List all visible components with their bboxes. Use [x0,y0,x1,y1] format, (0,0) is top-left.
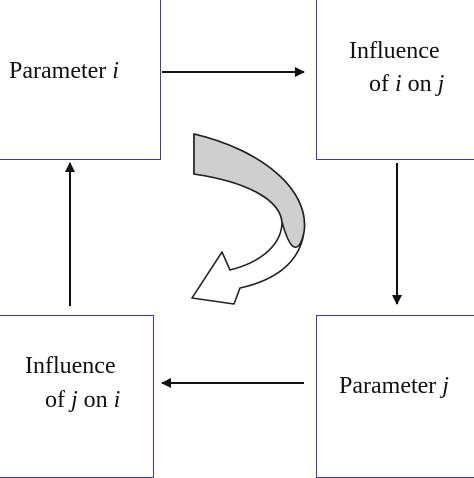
label-variable: j [442,373,449,399]
label-text: on [77,387,114,413]
node-label-line-1: Influence [349,38,440,64]
node-label: Parameter i [9,55,119,88]
node-label-line-2: of j on i [45,384,120,417]
label-variable: i [113,387,121,413]
label-text: of [369,71,395,97]
label-variable: i [112,58,119,84]
label-prefix: Parameter [9,58,113,84]
label-text: on [401,71,438,97]
node-parameter-j: Parameter j [316,315,474,478]
label-text: of [45,387,71,413]
node-influence-i-on-j: Influence of i on j [316,0,474,160]
label-variable: i [395,71,402,97]
clockwise-cycle-arrow-icon [191,133,306,305]
node-label: Parameter j [339,370,449,403]
label-prefix: Parameter [339,373,443,399]
node-influence-j-on-i: Influence of j on i [0,315,154,478]
node-parameter-i: Parameter i [0,0,161,160]
node-label-line-2: of i on j [369,68,444,101]
label-variable: j [71,387,78,413]
label-variable: j [437,71,445,97]
node-label-line-1: Influence [25,353,116,379]
